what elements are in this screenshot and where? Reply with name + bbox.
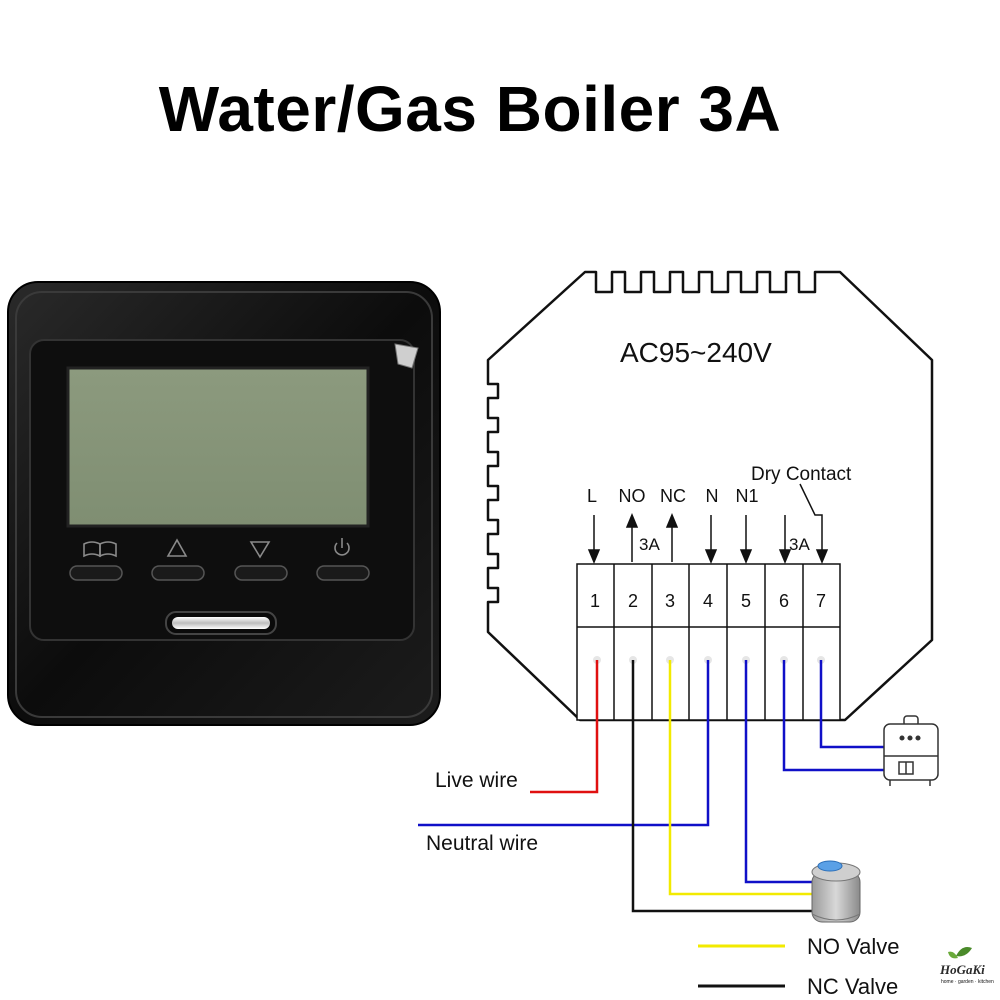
down-triangle-icon (249, 541, 271, 559)
lcd-screen (66, 366, 370, 528)
hogaki-logo: HoGaKi home · garden · kitchen (939, 947, 994, 985)
terminal-number-1: 1 (590, 591, 600, 611)
book-icon (83, 541, 117, 558)
live-wire (530, 660, 599, 794)
terminal-number-5: 5 (741, 591, 751, 611)
terminal-numbers: 1 2 3 4 5 6 7 (590, 591, 826, 611)
neutral-wire (418, 660, 710, 827)
terminal-number-6: 6 (779, 591, 789, 611)
terminal-label-no: NO (619, 486, 646, 506)
terminal-number-3: 3 (665, 591, 675, 611)
rating-left-label: 3A (639, 535, 660, 554)
rating-right-label: 3A (789, 535, 810, 554)
boiler-icon (883, 715, 939, 786)
terminal-label-l: L (587, 486, 597, 506)
legend: NO Valve NC Valve (698, 934, 900, 999)
voltage-label: AC95~240V (620, 337, 772, 368)
terminal-label-n1: N1 (735, 486, 758, 506)
boiler-wire-6 (782, 660, 884, 772)
down-button[interactable] (234, 565, 288, 581)
terminal-arrows (587, 483, 829, 564)
terminal-number-4: 4 (703, 591, 713, 611)
nc-valve-legend-label: NC Valve (807, 974, 898, 999)
thermostat-device (7, 281, 441, 726)
up-button[interactable] (151, 565, 205, 581)
no-valve-legend-label: NO Valve (807, 934, 900, 959)
logo-text: HoGaKi (939, 962, 985, 977)
page-title: Water/Gas Boiler 3A (158, 73, 782, 145)
logo-tagline: home · garden · kitchen (941, 979, 994, 985)
terminal-label-n: N (706, 486, 719, 506)
no-valve-wire (668, 660, 820, 896)
wires (418, 660, 884, 913)
terminal-top-labels: L NO NC N N1 (587, 486, 759, 506)
power-icon (334, 538, 350, 556)
dry-contact-label: Dry Contact (751, 464, 852, 485)
live-wire-label: Live wire (435, 769, 518, 792)
valve-actuator-icon (811, 860, 861, 923)
terminal-number-2: 2 (628, 591, 638, 611)
nc-valve-wire (631, 660, 820, 913)
terminal-label-nc: NC (660, 486, 686, 506)
boiler-wire-7 (819, 660, 884, 749)
up-triangle-icon (166, 538, 188, 557)
terminal-number-7: 7 (816, 591, 826, 611)
menu-button[interactable] (69, 565, 123, 581)
n1-valve-wire (744, 660, 820, 884)
neutral-wire-label: Neutral wire (426, 832, 538, 855)
power-button[interactable] (316, 565, 370, 581)
